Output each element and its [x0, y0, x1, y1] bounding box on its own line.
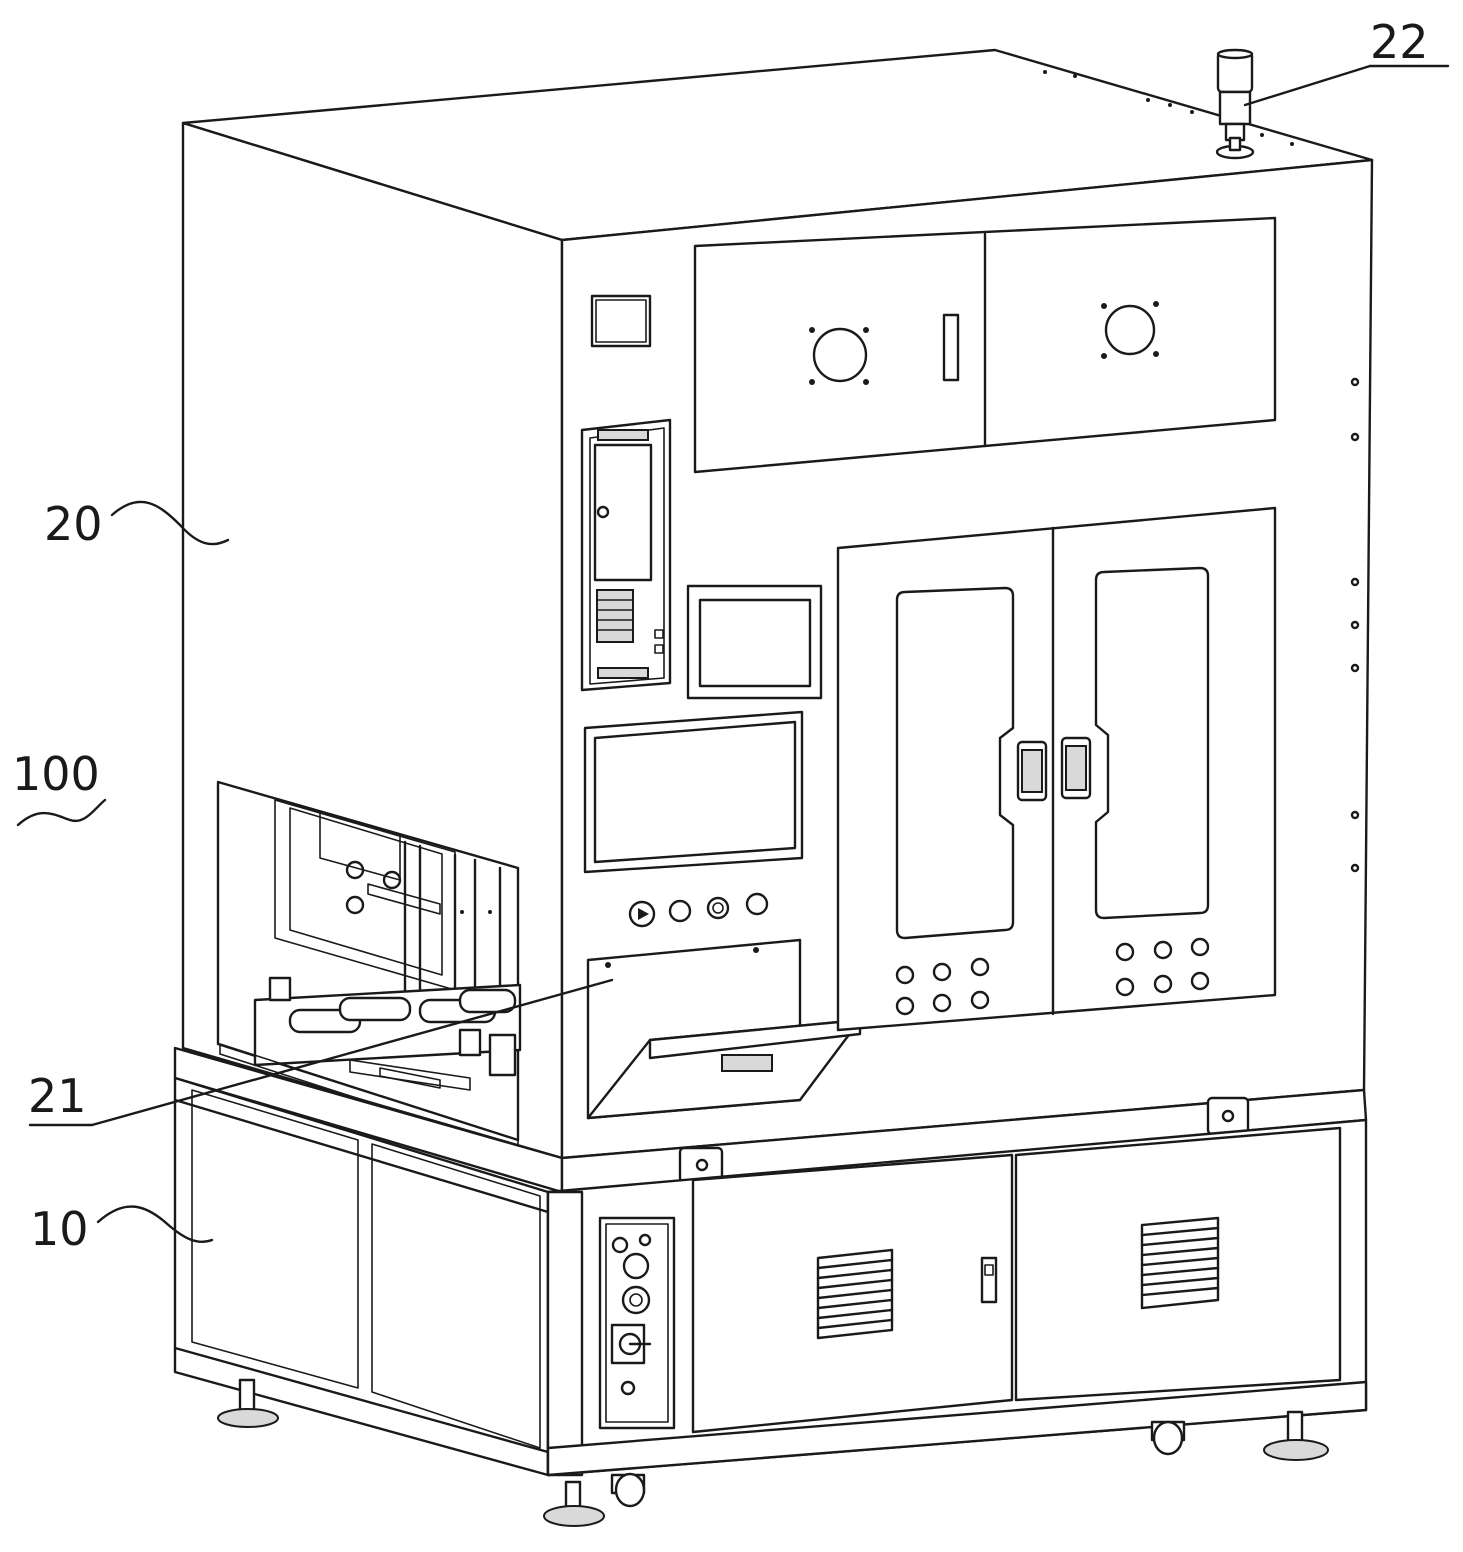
left-door-knobs	[895, 957, 990, 1016]
emergency-button[interactable]	[745, 892, 769, 916]
upper-hatch	[693, 216, 1277, 474]
label-machine: 100	[12, 747, 100, 801]
control-buttons	[628, 892, 769, 928]
nameplate	[590, 294, 652, 348]
terminal-block	[596, 589, 634, 643]
plinth-bracket-right	[1206, 1096, 1250, 1136]
stop-button[interactable]	[668, 899, 692, 923]
top-vent-holes	[1043, 70, 1294, 146]
signal-lamp-bottom	[1218, 90, 1252, 126]
main-display	[593, 720, 797, 864]
foot-right	[1263, 1410, 1329, 1461]
left-door-window	[895, 586, 1015, 940]
tray-handle[interactable]	[721, 1054, 773, 1072]
label-tray: 21	[28, 1069, 87, 1123]
reset-button[interactable]	[706, 896, 730, 920]
electrical-panel	[598, 1216, 676, 1430]
panel-indicator	[611, 1236, 629, 1254]
small-display	[698, 598, 812, 688]
label-signal-light: 22	[1370, 15, 1429, 69]
power-socket	[621, 1285, 651, 1315]
vent-left	[816, 1248, 894, 1340]
right-door-window	[1094, 566, 1210, 920]
control-module-window	[593, 443, 653, 582]
signal-light-tower	[1215, 48, 1255, 160]
power-knob[interactable]	[622, 1252, 650, 1280]
foot-left	[217, 1378, 279, 1428]
viewport-left	[812, 327, 868, 383]
reference-labels: 22 20 100 21 10	[12, 15, 1450, 1256]
right-door-knobs	[1115, 937, 1210, 997]
caster-front	[610, 1472, 646, 1508]
foot-front	[543, 1480, 605, 1527]
control-module	[580, 418, 672, 692]
label-cabinet-upper: 20	[44, 497, 103, 551]
feet	[217, 1378, 1329, 1527]
main-doors	[836, 506, 1277, 1032]
caster-right	[1150, 1420, 1186, 1456]
start-button[interactable]	[628, 900, 656, 928]
viewport-right	[1104, 304, 1156, 356]
edge-fasteners	[1350, 377, 1360, 873]
side-opening	[216, 780, 522, 1151]
base-frame	[173, 1076, 1368, 1477]
label-base: 10	[30, 1202, 89, 1256]
hatch-handle	[942, 313, 960, 382]
vent-right	[1140, 1216, 1220, 1310]
loading-tray	[586, 938, 862, 1120]
